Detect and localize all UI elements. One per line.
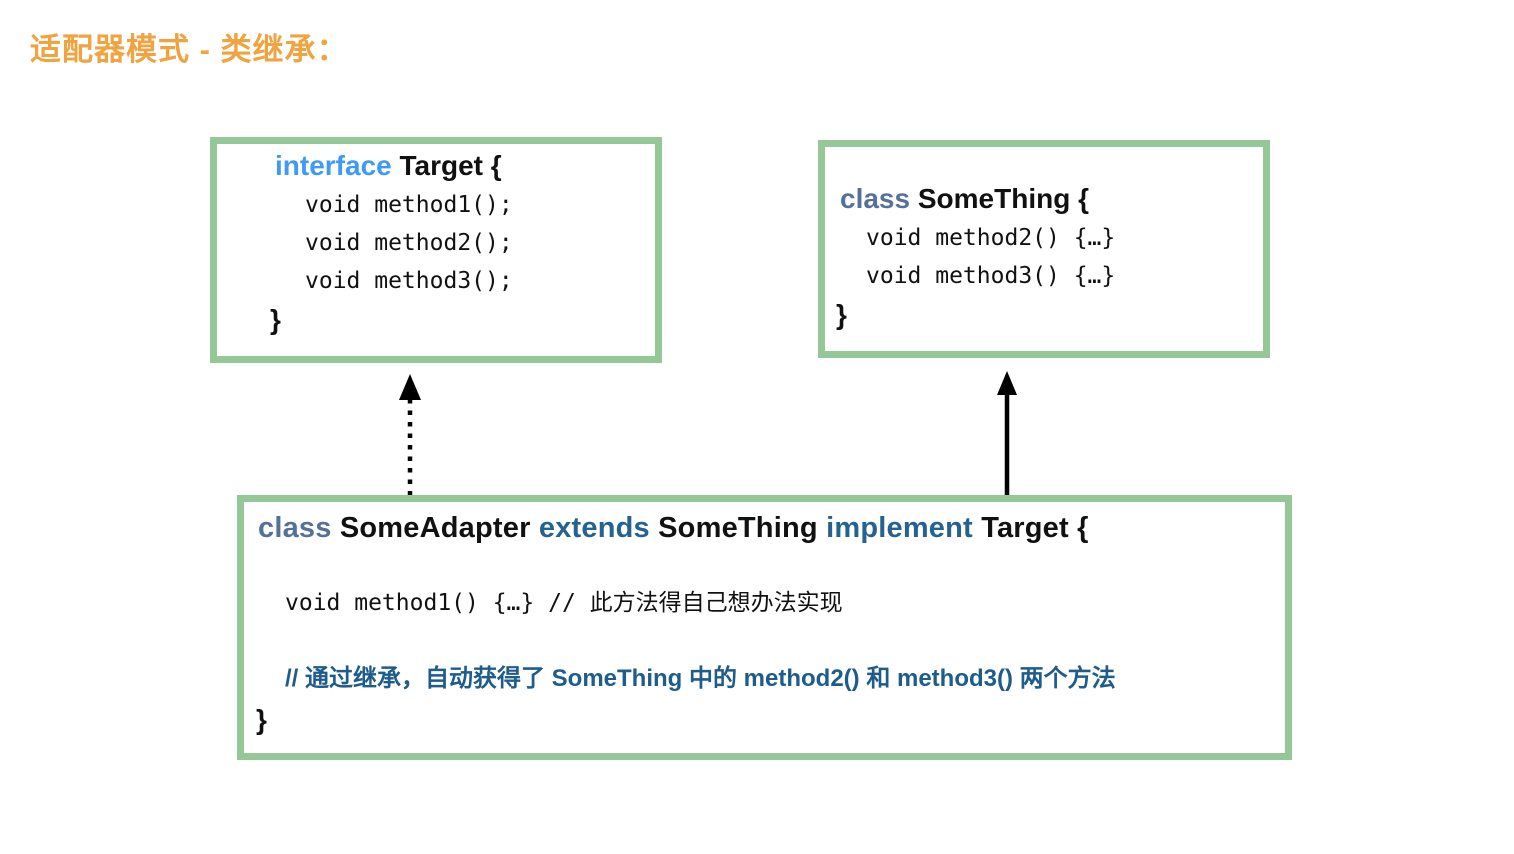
adapter-name: SomeAdapter — [339, 512, 531, 544]
interface-target-box: interface Target { void method1(); void … — [210, 137, 662, 363]
class-something-box: class SomeThing { void method2() {…} voi… — [818, 140, 1270, 358]
extends-keyword: extends — [538, 512, 650, 544]
implements-arrow — [399, 374, 421, 497]
something-method2: void method2() {…} — [866, 225, 1116, 251]
page-title: 适配器模式 - 类继承： — [30, 32, 349, 67]
implement-keyword: implement — [826, 512, 973, 544]
adapter-class-box: class SomeAdapter extends SomeThing impl… — [237, 495, 1292, 760]
adapter-method1-line: void method1() {…} // 此方法得自己想办法实现 — [285, 590, 843, 616]
inheritance-comment: // 通过继承，自动获得了 SomeThing 中的 method2() 和 m… — [285, 665, 1116, 692]
class-keyword: class — [840, 183, 911, 214]
something-name: SomeThing { — [917, 183, 1089, 214]
target-method1: void method1(); — [305, 192, 513, 218]
extends-arrow — [997, 371, 1017, 495]
adapter-closing-brace: } — [256, 704, 267, 735]
target-name: Target { — [399, 150, 502, 181]
something-method3: void method3() {…} — [866, 263, 1116, 289]
something-closing-brace: } — [836, 299, 847, 330]
target-declaration: interface Target { — [217, 146, 655, 186]
target-method2: void method2(); — [305, 230, 513, 256]
target-method3: void method3(); — [305, 268, 513, 294]
something-declaration: class SomeThing { — [825, 179, 1263, 219]
parent-class-name: SomeThing — [658, 512, 818, 544]
adapter-declaration: class SomeAdapter extends SomeThing impl… — [244, 510, 1285, 546]
target-closing-brace: } — [270, 304, 281, 335]
class-keyword: class — [258, 512, 332, 544]
interface-keyword: interface — [275, 150, 392, 181]
implemented-interface-name: Target { — [981, 512, 1089, 544]
